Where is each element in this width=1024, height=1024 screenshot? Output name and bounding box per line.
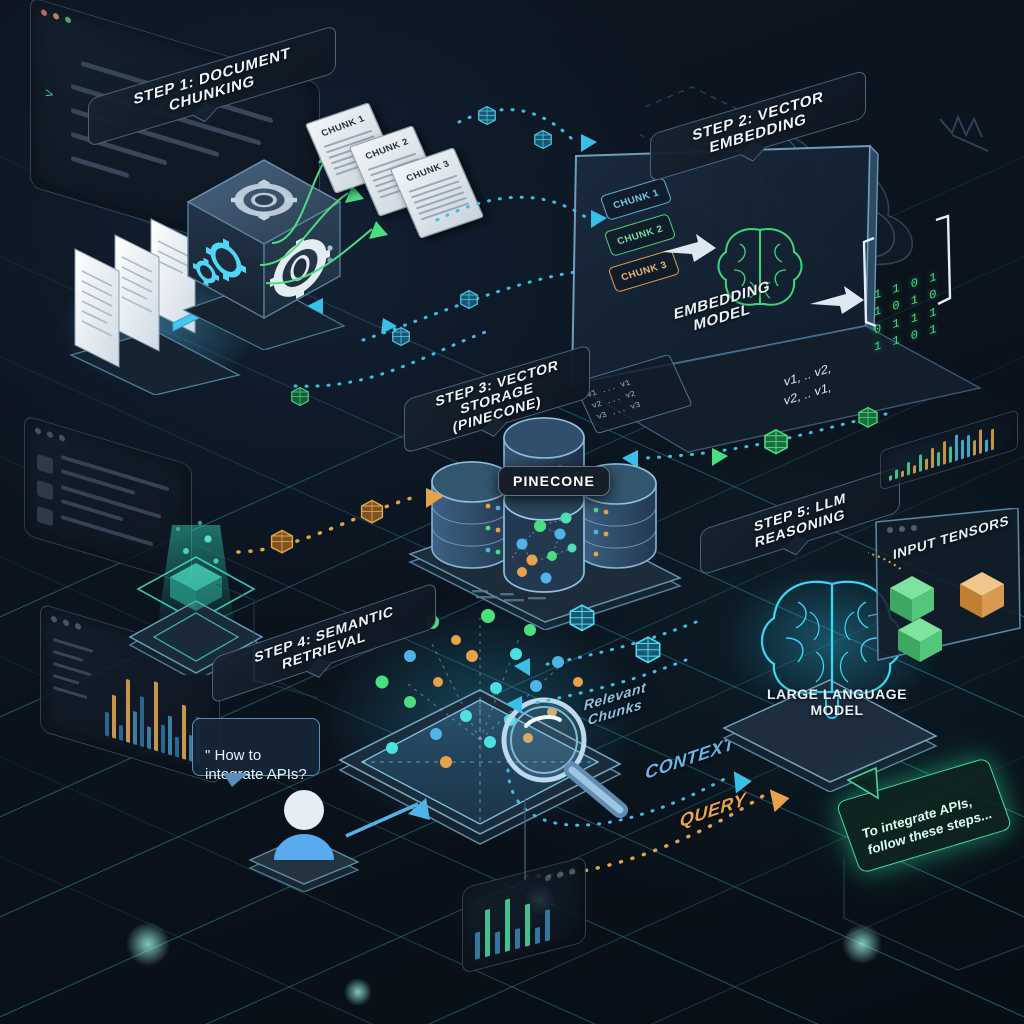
chart-bar xyxy=(495,931,500,955)
llm-brain-graphic xyxy=(720,564,970,793)
tensor-cubes xyxy=(890,572,1020,662)
chart-bar xyxy=(545,909,550,942)
chart-bar xyxy=(925,458,928,471)
chart-bar xyxy=(535,926,540,945)
pinecone-label: PINECONE xyxy=(513,473,595,489)
step-banner-4: STEP 4: SEMANTIC RETRIEVAL xyxy=(212,581,436,705)
chart-bar xyxy=(913,464,916,474)
chart-bar xyxy=(168,715,172,756)
chart-bar xyxy=(889,475,892,481)
decor-list-panel xyxy=(24,414,192,586)
tensor-cube-orange-icon xyxy=(960,572,1004,618)
vector-cube-icon xyxy=(291,386,309,407)
chart-bar xyxy=(140,696,144,748)
step-banner-3: STEP 3: VECTOR STORAGE (PINECONE) xyxy=(404,344,590,454)
query-flow-label: QUERY xyxy=(679,788,747,832)
chart-bar xyxy=(919,454,922,472)
decor-chart-panel-right xyxy=(880,409,1018,491)
chart-bar xyxy=(105,711,109,737)
user-avatar xyxy=(246,782,366,893)
chart-bar xyxy=(147,726,151,750)
chart-bar xyxy=(985,439,988,453)
chart-bar xyxy=(182,704,186,760)
chart-bar xyxy=(955,434,958,462)
bottom-center-bar-chart xyxy=(475,884,550,960)
chart-bar xyxy=(175,736,179,758)
vector-cube-icon xyxy=(460,289,478,310)
chart-bar xyxy=(515,928,520,950)
context-flow-label: CONTEXT xyxy=(645,732,735,784)
chart-bar xyxy=(161,724,165,754)
flow-context-query-to-llm xyxy=(480,740,810,880)
llm-answer-text: To integrate APIs, follow these steps... xyxy=(859,793,994,858)
relevant-chunks-label: Relevant Chunks xyxy=(583,678,647,729)
chart-bar xyxy=(973,439,976,456)
pinecone-badge: PINECONE xyxy=(498,466,610,496)
terminal-prompt-icon: > xyxy=(45,86,54,105)
left-bottom-bar-chart xyxy=(105,660,200,764)
chart-bar xyxy=(937,451,940,467)
step-banner-5: STEP 5: LLM REASONING xyxy=(700,466,900,576)
input-tensors-label: INPUT TENSORS xyxy=(892,512,1009,563)
vector-cube-icon xyxy=(764,428,788,455)
chart-bar xyxy=(901,470,904,478)
chart-bar xyxy=(154,680,158,752)
embedding-model-label: EMBEDDING MODEL xyxy=(673,277,771,335)
tensor-cube-green-icon xyxy=(898,618,942,662)
chip-label: CHUNK 3 xyxy=(619,259,669,283)
chart-bar xyxy=(475,931,480,960)
vector-cube-icon xyxy=(534,129,552,150)
decor-frame-bottom-right xyxy=(838,858,1024,978)
chart-bar xyxy=(133,711,137,746)
chart-bar xyxy=(119,724,123,741)
gear-icon xyxy=(193,257,219,287)
step-5-label: STEP 5: LLM REASONING xyxy=(754,489,846,551)
chart-bar xyxy=(931,447,934,469)
vector-matrix-mini-panel: v1 ... v1 v2 ... v2 v3 ... v3 xyxy=(573,353,693,435)
chip-label: CHUNK 2 xyxy=(615,223,665,247)
chart-bar xyxy=(525,903,530,947)
right-mini-bar-chart xyxy=(889,422,994,481)
decor-terminal-window: > xyxy=(30,0,320,274)
tensor-cube-green-icon xyxy=(890,576,934,622)
embedding-chunk-chip: CHUNK 3 xyxy=(607,249,681,293)
llm-label: LARGE LANGUAGE MODEL xyxy=(767,686,907,719)
chart-bar xyxy=(907,461,910,476)
flow-query-to-storage xyxy=(230,470,490,580)
vector-cube-icon xyxy=(858,406,878,428)
window-traffic-lights xyxy=(41,8,71,24)
chart-bar xyxy=(943,440,946,465)
chart-bar xyxy=(112,694,116,739)
user-query-bubble: " How to integrate APIs? xyxy=(192,718,320,787)
bottom-panel-connector xyxy=(520,800,530,880)
vector-cube-icon xyxy=(270,529,294,554)
chart-bar xyxy=(126,678,130,743)
llm-answer-bubble: To integrate APIs, follow these steps... xyxy=(835,757,1013,874)
step-2-label: STEP 2: VECTOR EMBEDDING xyxy=(692,88,824,157)
step-3-label: STEP 3: VECTOR STORAGE (PINECONE) xyxy=(435,356,559,436)
chart-bar xyxy=(485,908,490,958)
chart-bar xyxy=(991,428,994,451)
user-query-text: " How to integrate APIs? xyxy=(205,746,307,783)
vector-cube-icon xyxy=(392,326,410,347)
flow-relevant-chunks xyxy=(500,600,730,760)
chip-label: CHUNK 1 xyxy=(611,187,661,211)
user-to-retrieval-arrow xyxy=(342,790,452,850)
chart-bar xyxy=(949,446,952,463)
step-4-label: STEP 4: SEMANTIC RETRIEVAL xyxy=(254,602,394,673)
chart-bar xyxy=(967,434,970,458)
chart-bar xyxy=(961,439,964,460)
embedding-vector-values: v1, .. v2, v2, .. v1, xyxy=(784,359,831,411)
vector-cube-icon xyxy=(635,636,661,664)
step-banner-2: STEP 2: VECTOR EMBEDDING xyxy=(650,69,866,183)
decor-chart-panel-bottom xyxy=(462,855,586,975)
vector-cube-icon xyxy=(569,604,595,632)
chart-bar xyxy=(505,898,510,952)
vector-cube-icon xyxy=(478,105,496,126)
embedding-matrix: 1 1 0 1 1 0 1 0 0 1 1 1 1 1 0 1 xyxy=(874,268,938,357)
chart-bar xyxy=(979,429,982,454)
chart-bar xyxy=(895,469,898,480)
vector-cube-icon xyxy=(360,499,384,524)
